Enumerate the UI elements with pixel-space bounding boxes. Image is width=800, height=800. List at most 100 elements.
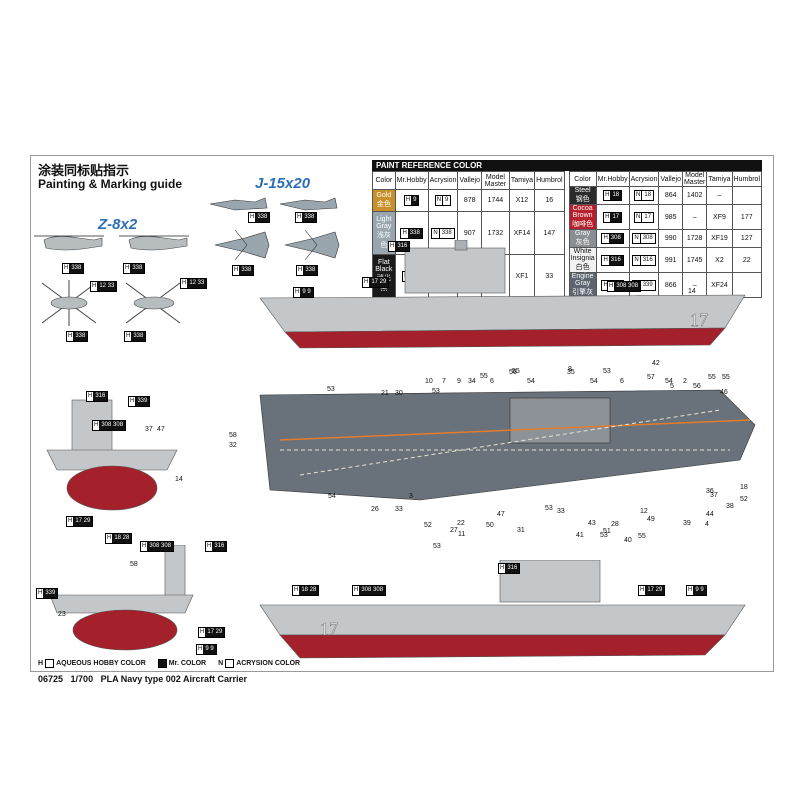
paint-value: 177 — [731, 204, 763, 230]
deck-callout-number: 52 — [740, 496, 748, 503]
mast — [454, 240, 468, 251]
col-model-master: Model Master — [681, 171, 708, 187]
deck-callout-number: 46 — [720, 389, 728, 396]
paint-value: 16 — [534, 189, 565, 213]
guide-frame — [30, 155, 774, 672]
deck-callout-number: 41 — [576, 532, 584, 539]
legend-m: Mr. COLOR — [157, 659, 206, 668]
deck-callout-number: 56 — [509, 369, 517, 376]
deck-callout-number: 26 — [371, 506, 379, 513]
deck-callout-number: 36 — [706, 488, 714, 495]
deck-callout-number: 53 — [433, 543, 441, 550]
deck-callout-number: 56 — [693, 383, 701, 390]
bow-island — [164, 545, 186, 601]
helicopter-label: Z-8x2 — [98, 216, 138, 233]
paint-value: 878 — [457, 189, 482, 213]
deck-callout-number: 44 — [706, 511, 714, 518]
col-humbrol: Humbrol — [731, 171, 763, 187]
col-tamiya: Tamiya — [706, 171, 733, 187]
bow-deck — [49, 594, 194, 614]
ship-side-bottom: 17 — [259, 560, 746, 659]
bow-callout-23: 23 — [58, 611, 66, 618]
deck-callout-number: 28 — [611, 521, 619, 528]
hull-upper — [259, 294, 746, 333]
paint-value: X12 — [508, 189, 536, 213]
title-chinese: 涂装同标贴指示 — [38, 163, 130, 178]
paint-value: – — [706, 186, 733, 205]
paint-value — [731, 186, 763, 205]
col-vallejo: Vallejo — [457, 170, 482, 191]
col-mrhobby: Mr.Hobby — [394, 170, 429, 191]
helicopter-drawings — [34, 235, 189, 326]
deck-callout-number: 3 — [409, 493, 413, 500]
footer: 06725 1/700 PLA Navy type 002 Aircraft C… — [38, 674, 247, 684]
deck-callout-number: 27 — [450, 527, 458, 534]
hull-lower — [284, 327, 726, 349]
angled-deck-line — [299, 409, 721, 476]
paint-value: 147 — [534, 211, 565, 256]
col-tamiya: Tamiya — [508, 170, 536, 191]
stern-view — [46, 399, 178, 511]
deck-callout-number: 34 — [468, 378, 476, 385]
deck-callout-number: 2 — [683, 378, 687, 385]
paint-value: XF9 — [706, 204, 733, 230]
deck-callout-number: 6 — [490, 378, 494, 385]
deck-centerline — [279, 419, 751, 441]
deck-callout-number: 31 — [517, 527, 525, 534]
deck-callout-number: 53 — [545, 505, 553, 512]
deck-callout-number: 57 — [647, 374, 655, 381]
scale: 1/700 — [70, 674, 94, 684]
deck-callout-number: 54 — [328, 493, 336, 500]
paint-value: 22 — [731, 247, 763, 273]
helicopter-top-left — [41, 280, 97, 326]
jet-label: J-15x20 — [255, 175, 311, 192]
paint-value: 33 — [534, 254, 565, 298]
stern-callout-47: 47 — [157, 426, 165, 433]
jet-top-right — [284, 229, 340, 261]
deck-callout-number: 39 — [683, 520, 691, 527]
jet-top-left — [214, 229, 270, 261]
jet-side-right — [279, 197, 338, 211]
deck-callout-number: 12 — [640, 508, 648, 515]
product-name: PLA Navy type 002 Aircraft Carrier — [100, 674, 247, 684]
deck-callout-number: 55 — [512, 368, 520, 375]
deck-callout-number: 54 — [527, 378, 535, 385]
deck-callout-number: 35 — [567, 369, 575, 376]
jet-side-left — [209, 197, 268, 211]
paint-table-right: Color Mr.Hobby Acrysion Vallejo Model Ma… — [568, 171, 763, 298]
deck-callout-number: 40 — [624, 537, 632, 544]
deck-callout-number: 55 — [638, 533, 646, 540]
deck-callout-number: 54 — [590, 378, 598, 385]
deck-callout-number: 38 — [726, 503, 734, 510]
hull-number-bottom: 17 — [320, 619, 338, 639]
deck-callout-number: 18 — [740, 484, 748, 491]
deck-callout-number: 42 — [652, 360, 660, 367]
deck-callout-number: 55 — [480, 373, 488, 380]
title-english: Painting & Marking guide — [38, 177, 183, 191]
product-code: 06725 — [38, 674, 64, 684]
